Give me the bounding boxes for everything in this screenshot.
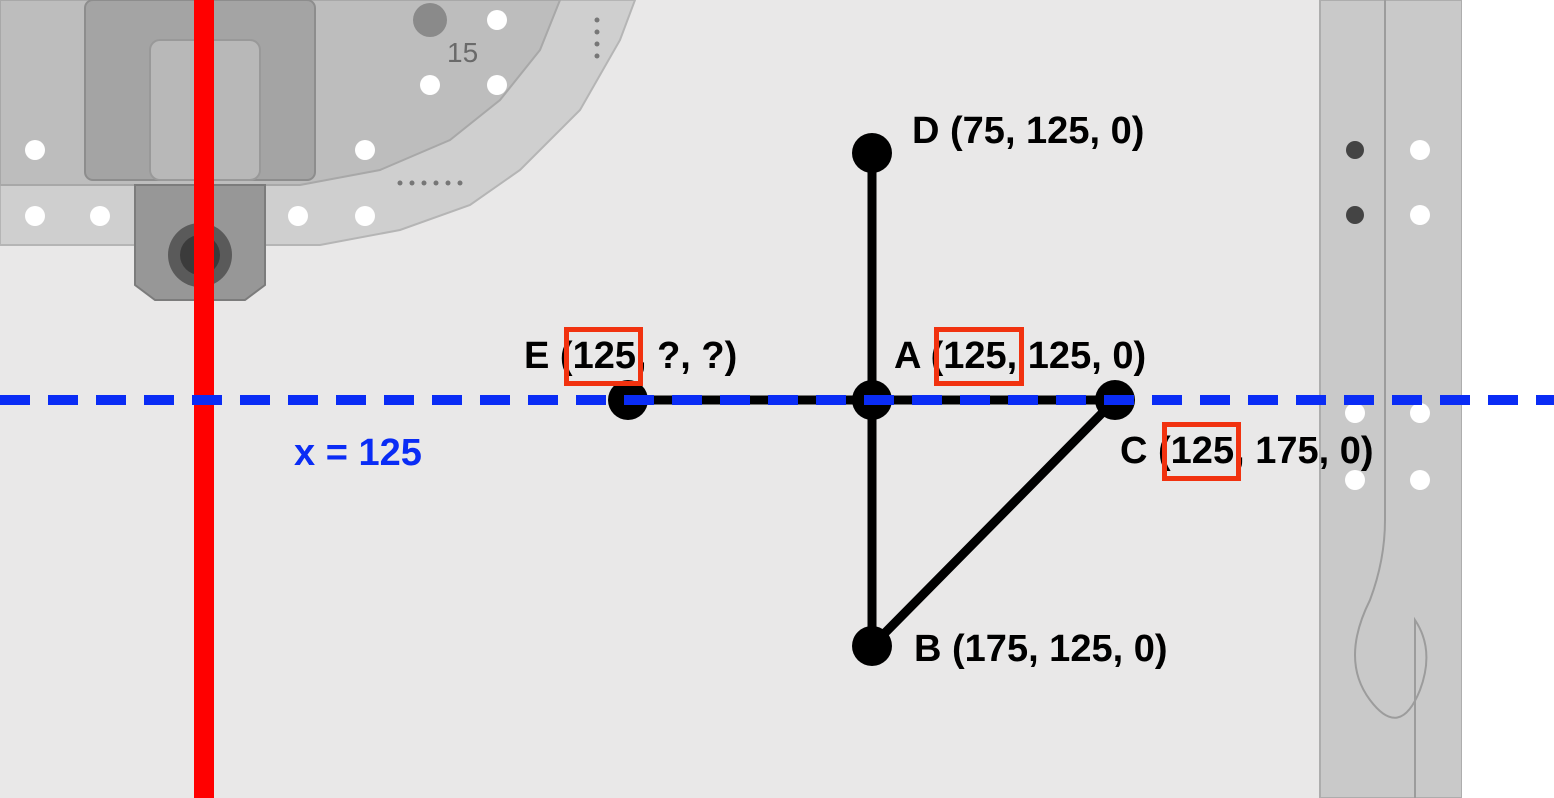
label-e-rest: , ?, ?) <box>635 335 738 377</box>
label-a: A (125, 125, 0) <box>894 327 1147 386</box>
label-a-name: A <box>894 335 921 377</box>
label-b: B (175, 125, 0) <box>914 628 1168 670</box>
label-c-rest: , 175, 0) <box>1234 430 1374 472</box>
robot-base: 15 <box>0 0 637 301</box>
label-b-coords: (175, 125, 0) <box>952 628 1168 670</box>
point-b <box>852 626 892 666</box>
label-b-name: B <box>914 628 942 670</box>
rail-body <box>1319 0 1463 798</box>
point-d <box>852 133 892 173</box>
label-c-x-highlight: 125 <box>1161 422 1242 481</box>
label-a-x-highlight: 125, <box>934 327 1025 386</box>
label-e-name: E <box>524 335 550 377</box>
label-e-x-highlight: 125 <box>563 327 644 386</box>
edge-b-c <box>867 395 1120 651</box>
label-a-rest: 125, 0) <box>1027 335 1147 377</box>
base-screw <box>413 3 447 37</box>
base-dots <box>397 17 600 186</box>
plane-line-label: x = 125 <box>294 432 422 474</box>
base-holes <box>25 10 507 226</box>
label-d: D (75, 125, 0) <box>912 110 1144 152</box>
base-marking: 15 <box>447 37 478 68</box>
label-c: C (125, 175, 0) <box>1120 422 1374 481</box>
rail-screws <box>1346 141 1364 224</box>
rail-holes <box>1345 140 1430 490</box>
right-rail <box>1319 0 1554 798</box>
label-c-name: C <box>1120 430 1148 472</box>
rail-groove <box>1354 0 1428 798</box>
label-e: E (125, ?, ?) <box>524 327 738 386</box>
label-d-coords: (75, 125, 0) <box>950 110 1145 152</box>
label-d-name: D <box>912 110 940 152</box>
